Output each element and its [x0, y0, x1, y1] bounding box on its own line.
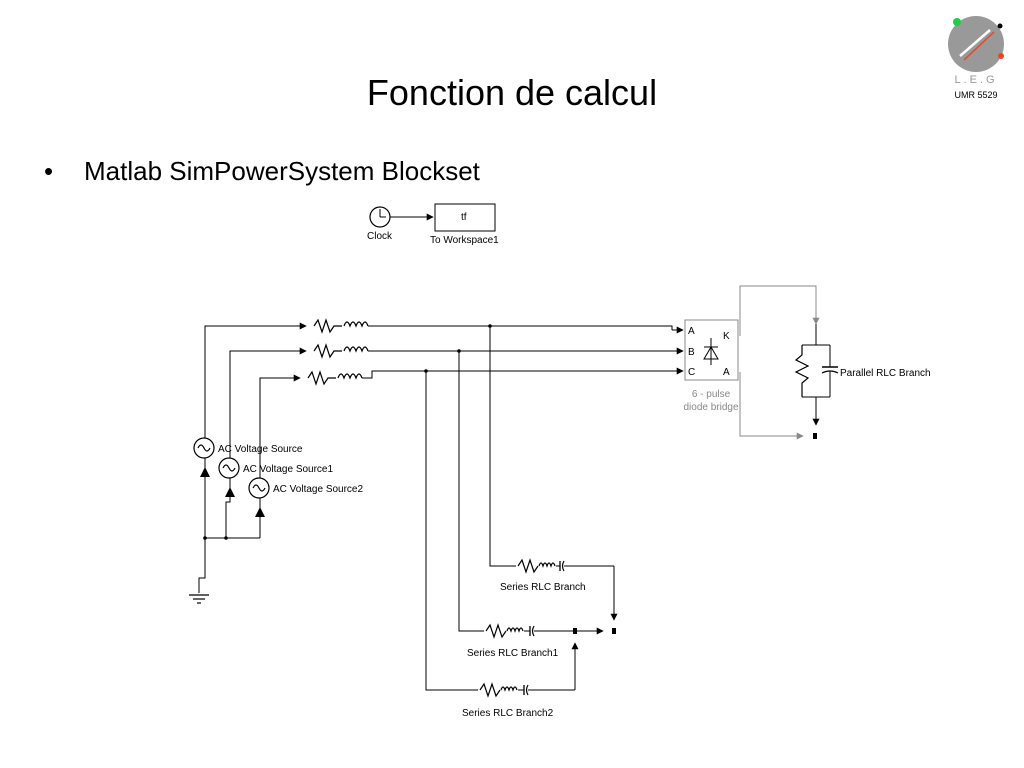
dc-positive-wire — [739, 285, 820, 336]
series-branch-label: Series RLC Branch — [500, 582, 586, 593]
logo-needle-white — [959, 29, 991, 57]
logo-subtitle: UMR 5529 — [954, 90, 998, 100]
ac-source-3-label: AC Voltage Source2 — [273, 484, 363, 495]
leg-logo — [948, 16, 1004, 72]
phase-a-rl — [313, 318, 369, 334]
ground-wire — [198, 538, 206, 593]
series-branch1-label: Series RLC Branch1 — [467, 648, 559, 659]
bridge-label-2: diode bridge — [683, 402, 738, 413]
bridge-label-1: 6 - pulse — [692, 389, 731, 400]
ac-source-2-label: AC Voltage Source1 — [243, 464, 333, 475]
ac-source-3[interactable]: AC Voltage Source2 — [248, 477, 363, 538]
sine-icon — [252, 484, 266, 492]
phase-b-rl — [313, 343, 369, 359]
phase-c-wire-out — [362, 367, 684, 379]
clock-label: Clock — [367, 231, 393, 242]
to-workspace-block[interactable]: tf To Workspace1 — [430, 203, 499, 246]
bridge-port-anode: A — [723, 367, 730, 378]
series-rlc-branch[interactable]: Series RLC Branch — [500, 558, 614, 593]
series-branch-b-wire — [458, 351, 484, 632]
parallel-branch-label: Parallel RLC Branch — [840, 368, 931, 379]
clock-block[interactable]: Clock — [367, 206, 393, 242]
bullet-symbol: • — [44, 156, 54, 186]
phase-b-wire-in — [229, 347, 307, 465]
series-branch-a-wire — [489, 326, 516, 567]
bullet-item: • Matlab SimPowerSystem Blockset — [44, 156, 480, 187]
diode-icon — [703, 338, 719, 365]
phase-a-wire-in — [204, 322, 307, 445]
to-workspace-text: tf — [461, 212, 467, 223]
series-branch-c-wire — [425, 371, 478, 691]
to-workspace-label: To Workspace1 — [430, 235, 499, 246]
series-branch2-label: Series RLC Branch2 — [462, 708, 554, 719]
ac-source-2[interactable]: AC Voltage Source1 — [218, 457, 333, 538]
logo-black-dot — [997, 23, 1003, 29]
slide-title: Fonction de calcul — [366, 72, 658, 113]
ac-source-1-label: AC Voltage Source — [218, 444, 303, 455]
logo-needle-red — [963, 31, 995, 61]
logo-letters: L.E.G — [954, 74, 998, 86]
phase-a-wire-out — [368, 325, 673, 330]
series-rlc-branch1[interactable]: Series RLC Branch1 — [467, 623, 616, 659]
phase-c-rl — [307, 370, 363, 386]
to-workspace-box — [434, 203, 496, 232]
dc-negative-wire — [739, 372, 804, 440]
bridge-port-k: K — [723, 331, 730, 342]
diode-bridge-block[interactable]: A B C K A 6 - pulse diode bridge — [683, 319, 739, 413]
phase-c-wire-in — [259, 374, 301, 485]
sine-icon — [222, 464, 236, 472]
bridge-port-b: B — [688, 347, 695, 358]
bridge-port-a: A — [688, 326, 695, 337]
logo-green-dot — [953, 18, 961, 26]
bullet-text: Matlab SimPowerSystem Blockset — [84, 156, 480, 186]
series-rlc-branch2[interactable]: Series RLC Branch2 — [462, 682, 575, 719]
logo-red-dot — [998, 53, 1004, 59]
ground-icon — [189, 594, 209, 604]
sine-icon — [197, 444, 211, 452]
parallel-resistor — [794, 345, 810, 397]
bridge-port-c: C — [688, 367, 695, 378]
parallel-rlc-branch[interactable]: Parallel RLC Branch — [794, 324, 931, 439]
ac-source-1[interactable]: AC Voltage Source — [193, 437, 303, 538]
